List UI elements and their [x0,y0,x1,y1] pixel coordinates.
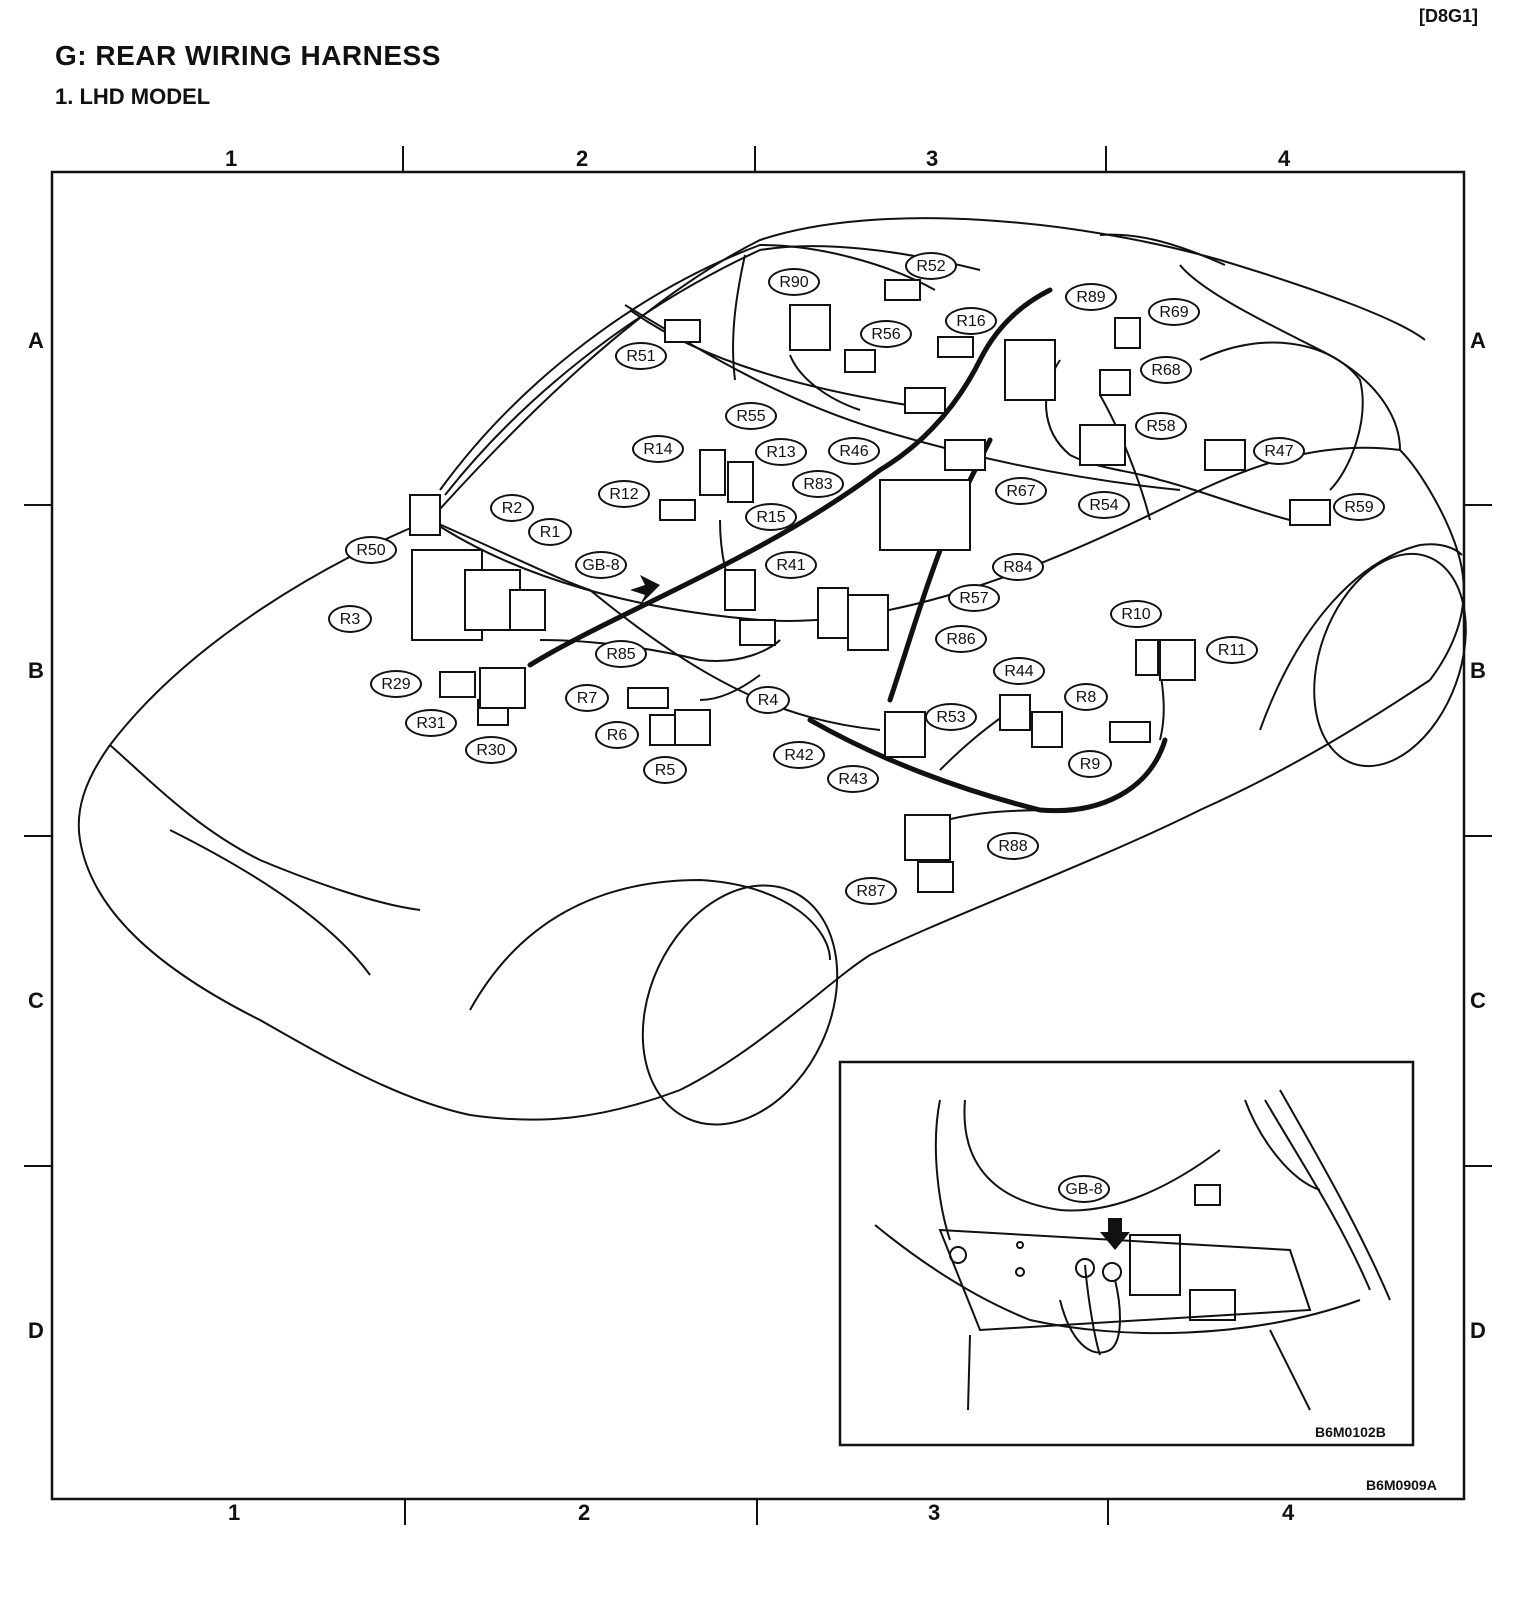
callout-r57: R57 [948,584,1000,612]
inset-figure-code: B6M0102B [1315,1424,1386,1440]
callout-r11: R11 [1206,636,1258,664]
column-label-top-3: 3 [926,146,939,171]
callout-r52: R52 [905,252,957,280]
callout-r30: R30 [465,736,517,764]
inset-frame [838,1060,1415,1447]
callout-r69: R69 [1148,298,1200,326]
callout-r51: R51 [615,342,667,370]
callout-r10: R10 [1110,600,1162,628]
callout-r29: R29 [370,670,422,698]
row-label-left-d: D [28,1318,44,1343]
callout-r88: R88 [987,832,1039,860]
callout-r9: R9 [1068,750,1112,778]
callout-r58: R58 [1135,412,1187,440]
inset-detail [874,1089,1391,1411]
grid-ticks [24,146,1492,1525]
callout-r8: R8 [1064,683,1108,711]
callout-r3: R3 [328,605,372,633]
callout-r90: R90 [768,268,820,296]
column-label-top-1: 1 [225,146,238,171]
callout-r54: R54 [1078,491,1130,519]
row-label-left-c: C [28,988,44,1013]
callout-r43: R43 [827,765,879,793]
inset-callout-gb8: GB-8 [1058,1175,1110,1203]
callout-r41: R41 [765,551,817,579]
callout-r53: R53 [925,703,977,731]
callout-r67: R67 [995,477,1047,505]
callout-r89: R89 [1065,283,1117,311]
callout-r15: R15 [745,503,797,531]
callout-r59: R59 [1333,493,1385,521]
car-body-outline [77,217,1467,1126]
connector-blocks [409,279,1331,893]
row-label-right-c: C [1470,988,1486,1013]
callout-r47: R47 [1253,437,1305,465]
reference-code: [D8G1] [1418,6,1478,26]
callout-r55: R55 [725,402,777,430]
callout-r68: R68 [1140,356,1192,384]
callout-r86: R86 [935,625,987,653]
callout-r85: R85 [595,640,647,668]
page-subtitle: 1. LHD MODEL [55,84,211,109]
callout-r46: R46 [828,437,880,465]
column-label-bottom-3: 3 [928,1500,941,1525]
row-label-left-a: A [28,328,44,353]
callout-r2: R2 [490,494,534,522]
callout-r6: R6 [595,721,639,749]
column-label-bottom-2: 2 [578,1500,591,1525]
callout-r7: R7 [565,684,609,712]
row-label-right-b: B [1470,658,1486,683]
callout-r50: R50 [345,536,397,564]
column-label-bottom-1: 1 [228,1500,241,1525]
column-label-bottom-4: 4 [1282,1500,1295,1525]
column-label-top-2: 2 [576,146,589,171]
callout-r13: R13 [755,438,807,466]
row-label-right-d: D [1470,1318,1486,1343]
row-label-right-a: A [1470,328,1486,353]
callout-r42: R42 [773,741,825,769]
column-label-top-4: 4 [1278,146,1291,171]
row-label-left-b: B [28,658,44,683]
callout-r12: R12 [598,480,650,508]
callout-r56: R56 [860,320,912,348]
callout-r16: R16 [945,307,997,335]
page-title: G: REAR WIRING HARNESS [55,40,441,71]
figure-code: B6M0909A [1366,1477,1437,1493]
callout-r4: R4 [746,686,790,714]
callout-r84: R84 [992,553,1044,581]
callout-gb8: GB-8 [575,551,627,579]
inset-ground-arrow-icon [1100,1218,1130,1250]
callout-r5: R5 [643,756,687,784]
callout-r1: R1 [528,518,572,546]
callout-r14: R14 [632,435,684,463]
callout-r87: R87 [845,877,897,905]
callout-r31: R31 [405,709,457,737]
callout-r44: R44 [993,657,1045,685]
callout-r83: R83 [792,470,844,498]
ground-arrow-icon [630,575,660,605]
